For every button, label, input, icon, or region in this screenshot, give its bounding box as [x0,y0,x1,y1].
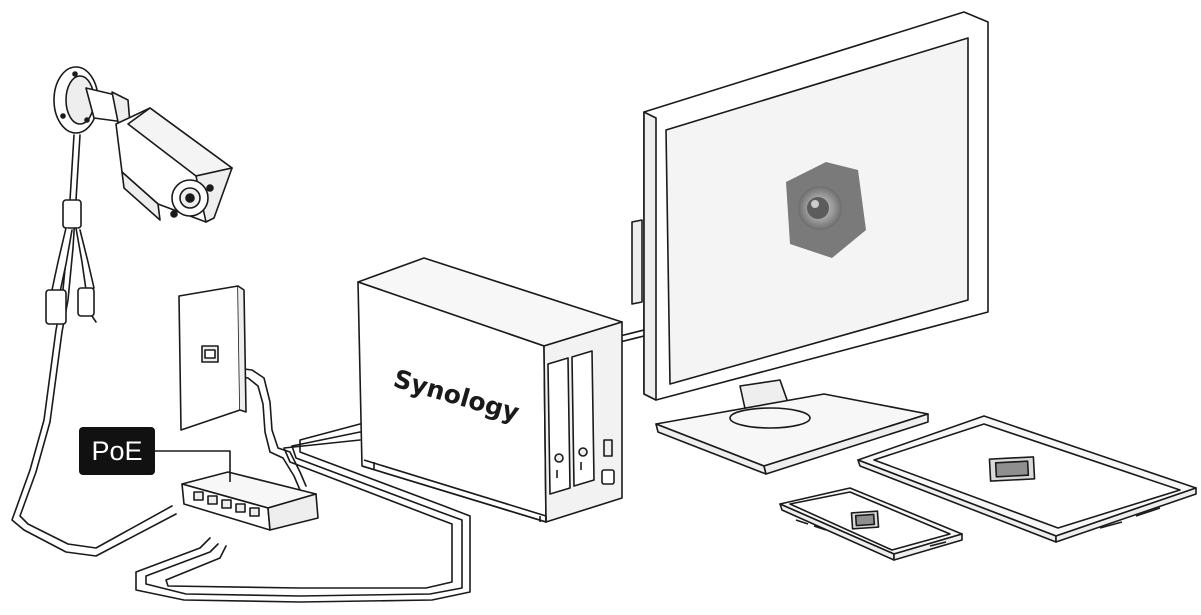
switch-ports [193,491,260,517]
camera-mount-icon [53,66,131,134]
nas: Synology [357,257,623,523]
smartphone [779,487,963,561]
monitor [631,11,989,475]
camera-pigtail [45,199,97,325]
power-button[interactable] [601,469,615,485]
bullet-camera-icon [115,107,233,223]
usb-port[interactable] [603,439,613,457]
wall-ethernet-outlet [178,285,247,431]
drive-bay-left [547,357,571,495]
tablet-icon [857,415,1197,543]
poe-pointer-line [155,450,231,482]
screen-camera-icon [786,162,866,258]
poe-switch [155,450,319,531]
poe-label: PoE [79,427,155,475]
tablet [857,415,1197,543]
ip-camera [53,66,233,223]
nas-server-icon [357,257,623,523]
nas-cable [135,423,471,603]
smartphone-icon [779,487,963,561]
network-switch-icon [181,471,319,531]
drive-bay-right [571,350,595,487]
